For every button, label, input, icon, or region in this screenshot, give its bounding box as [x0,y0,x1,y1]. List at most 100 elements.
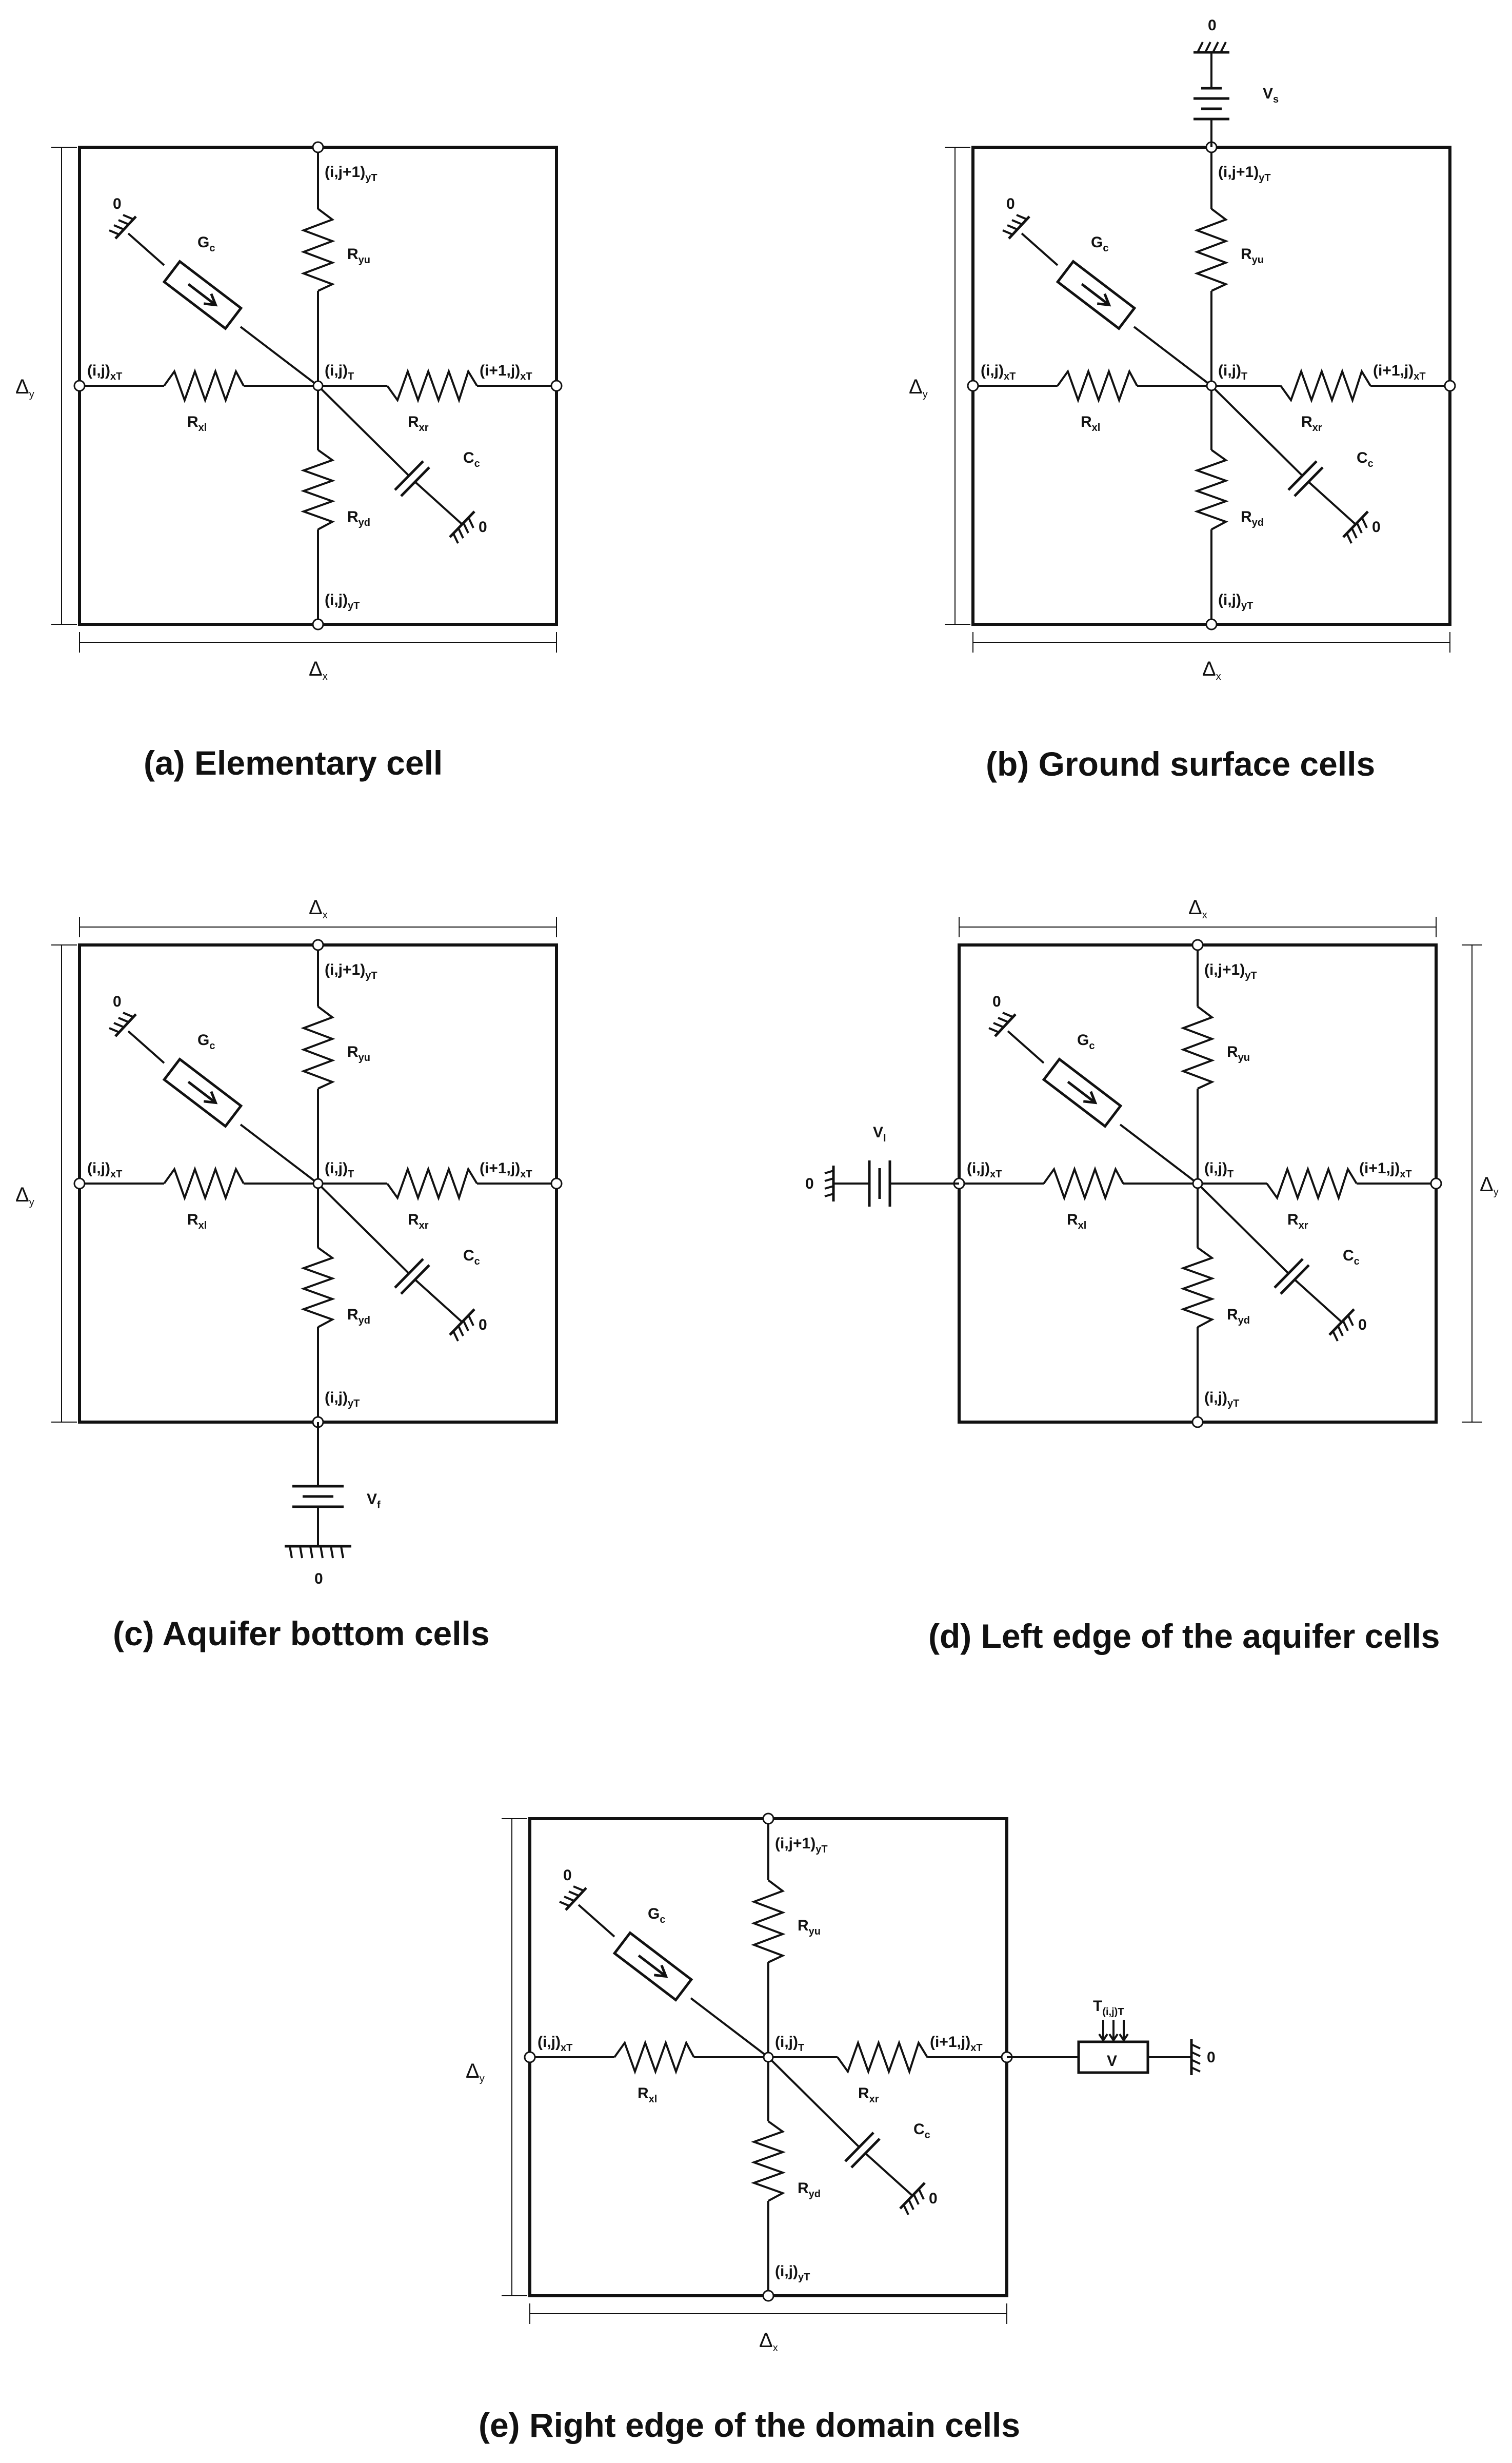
dimension-dy: Δy [466,1818,527,2296]
caption-c: (c) Aquifer bottom cells [113,1614,490,1652]
svg-text:Δy: Δy [15,1184,34,1208]
svg-text:Ryu: Ryu [1241,246,1264,266]
svg-text:0: 0 [1372,519,1381,536]
dimension-dx: Δx [529,2303,1007,2354]
svg-text:Ryd: Ryd [798,2180,821,2200]
voltage-source-vs: 0 Vs [1193,17,1279,147]
svg-text:Rxl: Rxl [1081,413,1100,434]
panel-e-right-edge-cells: Δy Δx 0 T(i,j)T V (i, [466,1814,1216,2444]
svg-text:Δx: Δx [309,896,328,921]
svg-text:(i,j)yT: (i,j)yT [325,1389,360,1409]
svg-text:(i,j+1)yT: (i,j+1)yT [1218,164,1271,184]
svg-text:Gc: Gc [1077,1032,1095,1052]
dimension-dy: Δy [15,147,77,625]
svg-text:(i,j)yT: (i,j)yT [1218,592,1253,612]
temperature-source-t: 0 T(i,j)T V [1007,1998,1216,2075]
node-label-center: (i,j)T [325,362,354,382]
svg-text:(i,j)xT: (i,j)xT [981,362,1016,382]
cc-label: Cc [463,449,480,469]
svg-text:(i+1,j)xT: (i+1,j)xT [480,1160,532,1180]
svg-text:Rxr: Rxr [858,2085,879,2105]
dimension-dy: Δy [15,944,77,1423]
svg-text:Δx: Δx [1188,896,1207,921]
svg-text:(i+1,j)xT: (i+1,j)xT [930,2034,983,2054]
svg-text:Vl: Vl [873,1124,886,1144]
svg-text:Δx: Δx [309,658,328,682]
rxr-label: Rxr [408,413,429,434]
ryd-label: Ryd [347,508,370,528]
svg-text:Δy: Δy [15,376,34,400]
svg-text:(i,j)T: (i,j)T [775,2034,804,2054]
svg-text:Cc: Cc [1357,449,1374,469]
svg-text:Ryd: Ryd [1241,508,1264,528]
voltage-source-vl: 0 Vl [805,1124,959,1207]
svg-text:Rxl: Rxl [1067,1211,1086,1231]
svg-text:Δy: Δy [466,2060,485,2084]
svg-text:Ryu: Ryu [347,1043,370,1063]
panel-c-aquifer-bottom-cells: Δy Δx 0 Vf (i,j+1)yT (i,j)xT [15,896,562,1652]
panel-b-ground-surface-cells: Δy Δx 0 Vs (i,j+1)yT (i,j)xT (i,j)T [909,17,1455,783]
svg-text:0: 0 [1208,17,1217,34]
svg-text:0: 0 [563,1867,572,1884]
svg-text:Δy: Δy [1480,1173,1499,1198]
svg-text:(i+1,j)xT: (i+1,j)xT [1359,1160,1412,1180]
dimension-dx: Δx [79,632,557,682]
svg-text:Rxr: Rxr [1287,1211,1308,1231]
rc-cell-network [968,142,1455,629]
dimension-dy: Δy [1462,944,1499,1423]
svg-text:0: 0 [929,2190,938,2207]
node-label-top: (i,j+1)yT [325,164,377,184]
svg-text:Gc: Gc [648,1905,665,1925]
svg-text:0: 0 [1006,195,1015,212]
svg-text:(i,j)xT: (i,j)xT [967,1160,1002,1180]
svg-text:Rxl: Rxl [187,1211,207,1231]
node-label-left: (i,j)xT [87,362,122,382]
svg-text:(i,j+1)yT: (i,j+1)yT [1204,961,1257,981]
svg-text:Cc: Cc [913,2121,930,2141]
cell-labels: (i,j+1)yT (i,j)xT (i,j)T (i+1,j)xT (i,j)… [981,164,1426,612]
node-label-right: (i+1,j)xT [480,362,532,382]
ground-zero-label: 0 [113,195,122,212]
svg-text:Gc: Gc [1091,234,1108,254]
svg-text:(i,j)xT: (i,j)xT [87,1160,122,1180]
svg-text:Ryd: Ryd [347,1306,370,1326]
svg-text:Vf: Vf [367,1491,381,1511]
ryu-label: Ryu [347,246,370,266]
rc-cell-network [74,940,562,1427]
svg-text:(i,j)T: (i,j)T [1204,1160,1234,1180]
dimension-dx: Δx [972,632,1450,682]
svg-text:Rxr: Rxr [1301,413,1322,434]
cell-labels: (i,j+1)yT (i,j)xT (i,j)T (i+1,j)xT (i,j)… [538,1835,983,2283]
rc-cell-network [954,940,1441,1427]
svg-text:Vs: Vs [1263,85,1279,105]
svg-text:(i+1,j)xT: (i+1,j)xT [1373,362,1426,382]
svg-text:Rxr: Rxr [408,1211,429,1231]
rc-cell-network [525,1814,1012,2301]
svg-text:0: 0 [113,993,122,1010]
caption-b: (b) Ground surface cells [986,745,1375,783]
panel-d-left-edge-cells: Δy Δx 0 Vl (i,j+1)yT (i,j)xT (i,j)T ( [805,896,1499,1655]
svg-text:Δx: Δx [759,2329,778,2354]
svg-text:(i,j)yT: (i,j)yT [1204,1389,1239,1409]
svg-text:T(i,j)T: T(i,j)T [1093,1998,1124,2018]
svg-text:0: 0 [1358,1316,1367,1333]
ground-zero-label: 0 [479,519,487,536]
svg-text:0: 0 [1207,2049,1216,2066]
svg-text:0: 0 [314,1570,323,1587]
svg-text:Ryu: Ryu [798,1917,821,1937]
svg-text:(i,j)xT: (i,j)xT [538,2034,572,2054]
svg-text:Ryu: Ryu [1227,1043,1250,1063]
svg-text:Rxl: Rxl [638,2085,657,2105]
svg-text:(i,j)T: (i,j)T [325,1160,354,1180]
node-label-bottom: (i,j)yT [325,592,360,612]
cell-labels: (i,j+1)yT (i,j)xT (i,j)T (i+1,j)xT (i,j)… [87,164,532,612]
svg-text:Cc: Cc [463,1247,480,1267]
caption-e: (e) Right edge of the domain cells [479,2406,1020,2444]
svg-text:Cc: Cc [1343,1247,1360,1267]
svg-text:(i,j+1)yT: (i,j+1)yT [325,961,377,981]
svg-text:V: V [1107,2053,1117,2070]
rxl-label: Rxl [187,413,207,434]
svg-text:Ryd: Ryd [1227,1306,1250,1326]
cell-labels: (i,j+1)yT (i,j)xT (i,j)T (i+1,j)xT (i,j)… [87,961,532,1409]
